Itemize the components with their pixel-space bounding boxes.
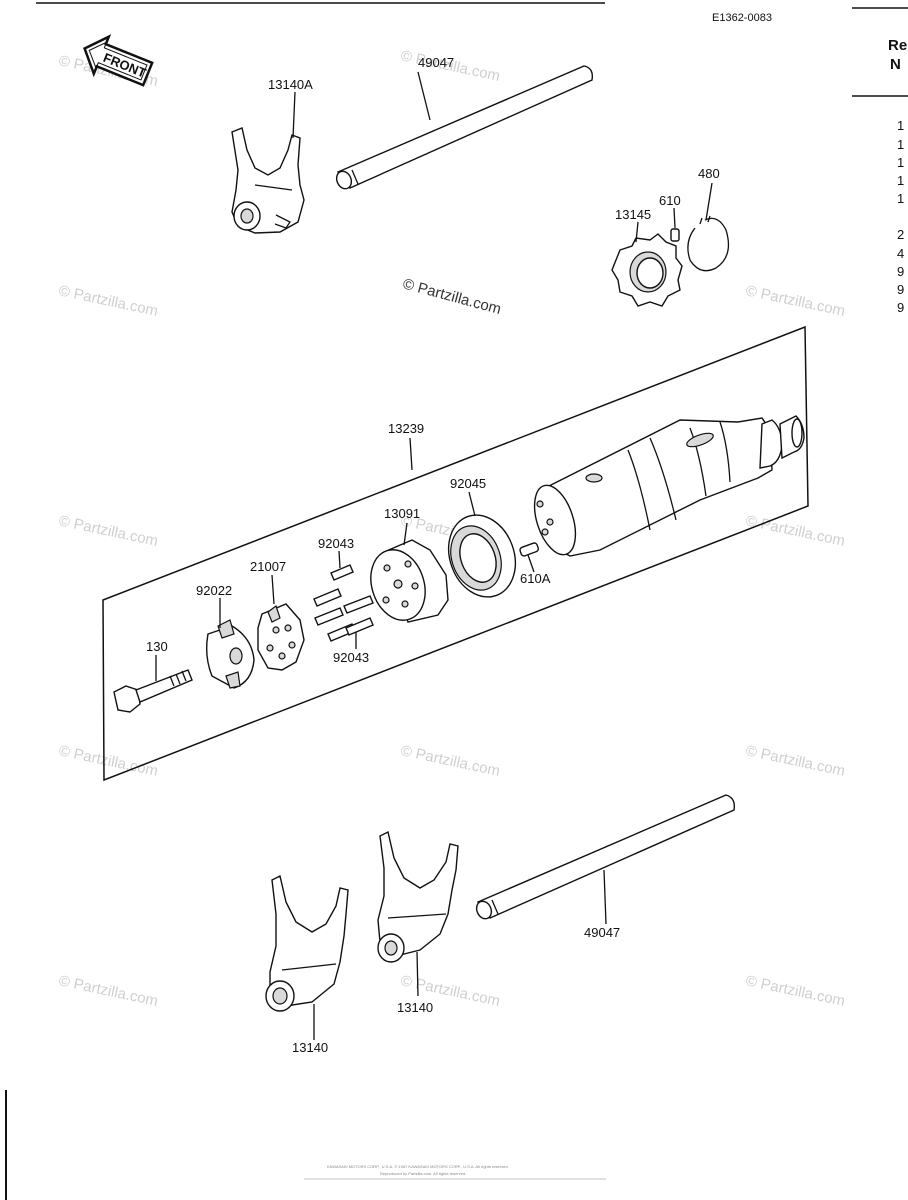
side-item: 1	[897, 118, 904, 133]
watermark: © Partzilla.com	[57, 282, 159, 320]
leader-13140a	[292, 91, 296, 139]
shift-fork-13140-left	[265, 874, 349, 1012]
shift-fork-13140a	[231, 127, 305, 234]
watermark: © Partzilla.com	[57, 512, 159, 550]
plate-21007	[257, 603, 305, 671]
side-item: 1	[897, 173, 904, 188]
leader-13140-middle	[416, 951, 419, 997]
leader-610a	[527, 554, 535, 573]
front-arrow-icon: FRONT	[83, 34, 154, 87]
label-49047-top: 49047	[418, 55, 454, 70]
label-130: 130	[146, 639, 168, 654]
side-item: 2	[897, 227, 904, 242]
circlip-480	[687, 215, 730, 272]
stopper-92022	[205, 619, 255, 689]
leader-49047-top	[417, 71, 431, 121]
label-92022: 92022	[196, 583, 232, 598]
footer-line-2: Reproduced by Partzilla.com. All rights …	[380, 1171, 466, 1176]
leader-92043-top	[338, 550, 341, 569]
footer-line-1: KAWASAKI MOTORS CORP., U.S.A. © 1987 KAW…	[327, 1164, 509, 1169]
bolt-130	[113, 669, 193, 713]
shift-rod-49047-bottom	[475, 794, 736, 920]
watermark: © Partzilla.com	[744, 512, 846, 550]
watermark: © Partzilla.com	[744, 972, 846, 1010]
side-item: 9	[897, 300, 904, 315]
side-item: 4	[897, 246, 904, 261]
leader-610	[673, 207, 676, 229]
label-92043-top: 92043	[318, 536, 354, 551]
leader-13145	[635, 221, 639, 243]
watermark: © Partzilla.com	[744, 282, 846, 320]
leader-92045	[468, 491, 476, 517]
side-header-line2: N	[890, 56, 901, 73]
label-13145: 13145	[615, 207, 651, 222]
label-610a: 610A	[520, 571, 551, 586]
label-13091: 13091	[384, 506, 420, 521]
side-item: 9	[897, 264, 904, 279]
shift-cam-13145	[611, 233, 683, 307]
watermark: © Partzilla.com	[57, 742, 159, 780]
side-item: 1	[897, 191, 904, 206]
label-13140a: 13140A	[268, 77, 313, 92]
reference-code: E1362-0083	[712, 12, 772, 24]
leader-13239	[409, 437, 413, 471]
leader-480	[705, 182, 713, 221]
drum-assembly-frame	[102, 325, 809, 782]
watermark: © Partzilla.com	[57, 972, 159, 1010]
side-item: 1	[897, 155, 904, 170]
label-92045: 92045	[450, 476, 486, 491]
label-13140-left: 13140	[292, 1040, 328, 1055]
label-480: 480	[698, 166, 720, 181]
label-21007: 21007	[250, 559, 286, 574]
pin-set-92043	[313, 564, 374, 642]
side-header-line1: Re	[888, 37, 907, 54]
leader-13091	[403, 522, 408, 546]
leader-21007	[271, 574, 275, 605]
leader-49047-bottom	[603, 869, 607, 925]
pin-610a	[519, 542, 540, 557]
label-92043-bottom: 92043	[333, 650, 369, 665]
label-13140-middle: 13140	[397, 1000, 433, 1015]
pin-610	[670, 228, 680, 242]
side-item: 9	[897, 282, 904, 297]
label-610: 610	[659, 193, 681, 208]
shift-drum-13239	[533, 415, 805, 557]
label-49047-bottom: 49047	[584, 925, 620, 940]
label-13239: 13239	[388, 421, 424, 436]
side-item: 1	[897, 137, 904, 152]
shift-rod-49047-top	[335, 65, 594, 190]
watermark: © Partzilla.com	[399, 742, 501, 780]
watermark: © Partzilla.com	[744, 742, 846, 780]
watermark-main: © Partzilla.com	[401, 275, 503, 318]
pin-holder-13091	[370, 539, 449, 623]
side-item-list: 1 1 1 1 1 2 4 9 9 9	[897, 118, 904, 315]
bearing-92045	[447, 514, 517, 598]
shift-fork-13140-middle	[377, 830, 459, 963]
